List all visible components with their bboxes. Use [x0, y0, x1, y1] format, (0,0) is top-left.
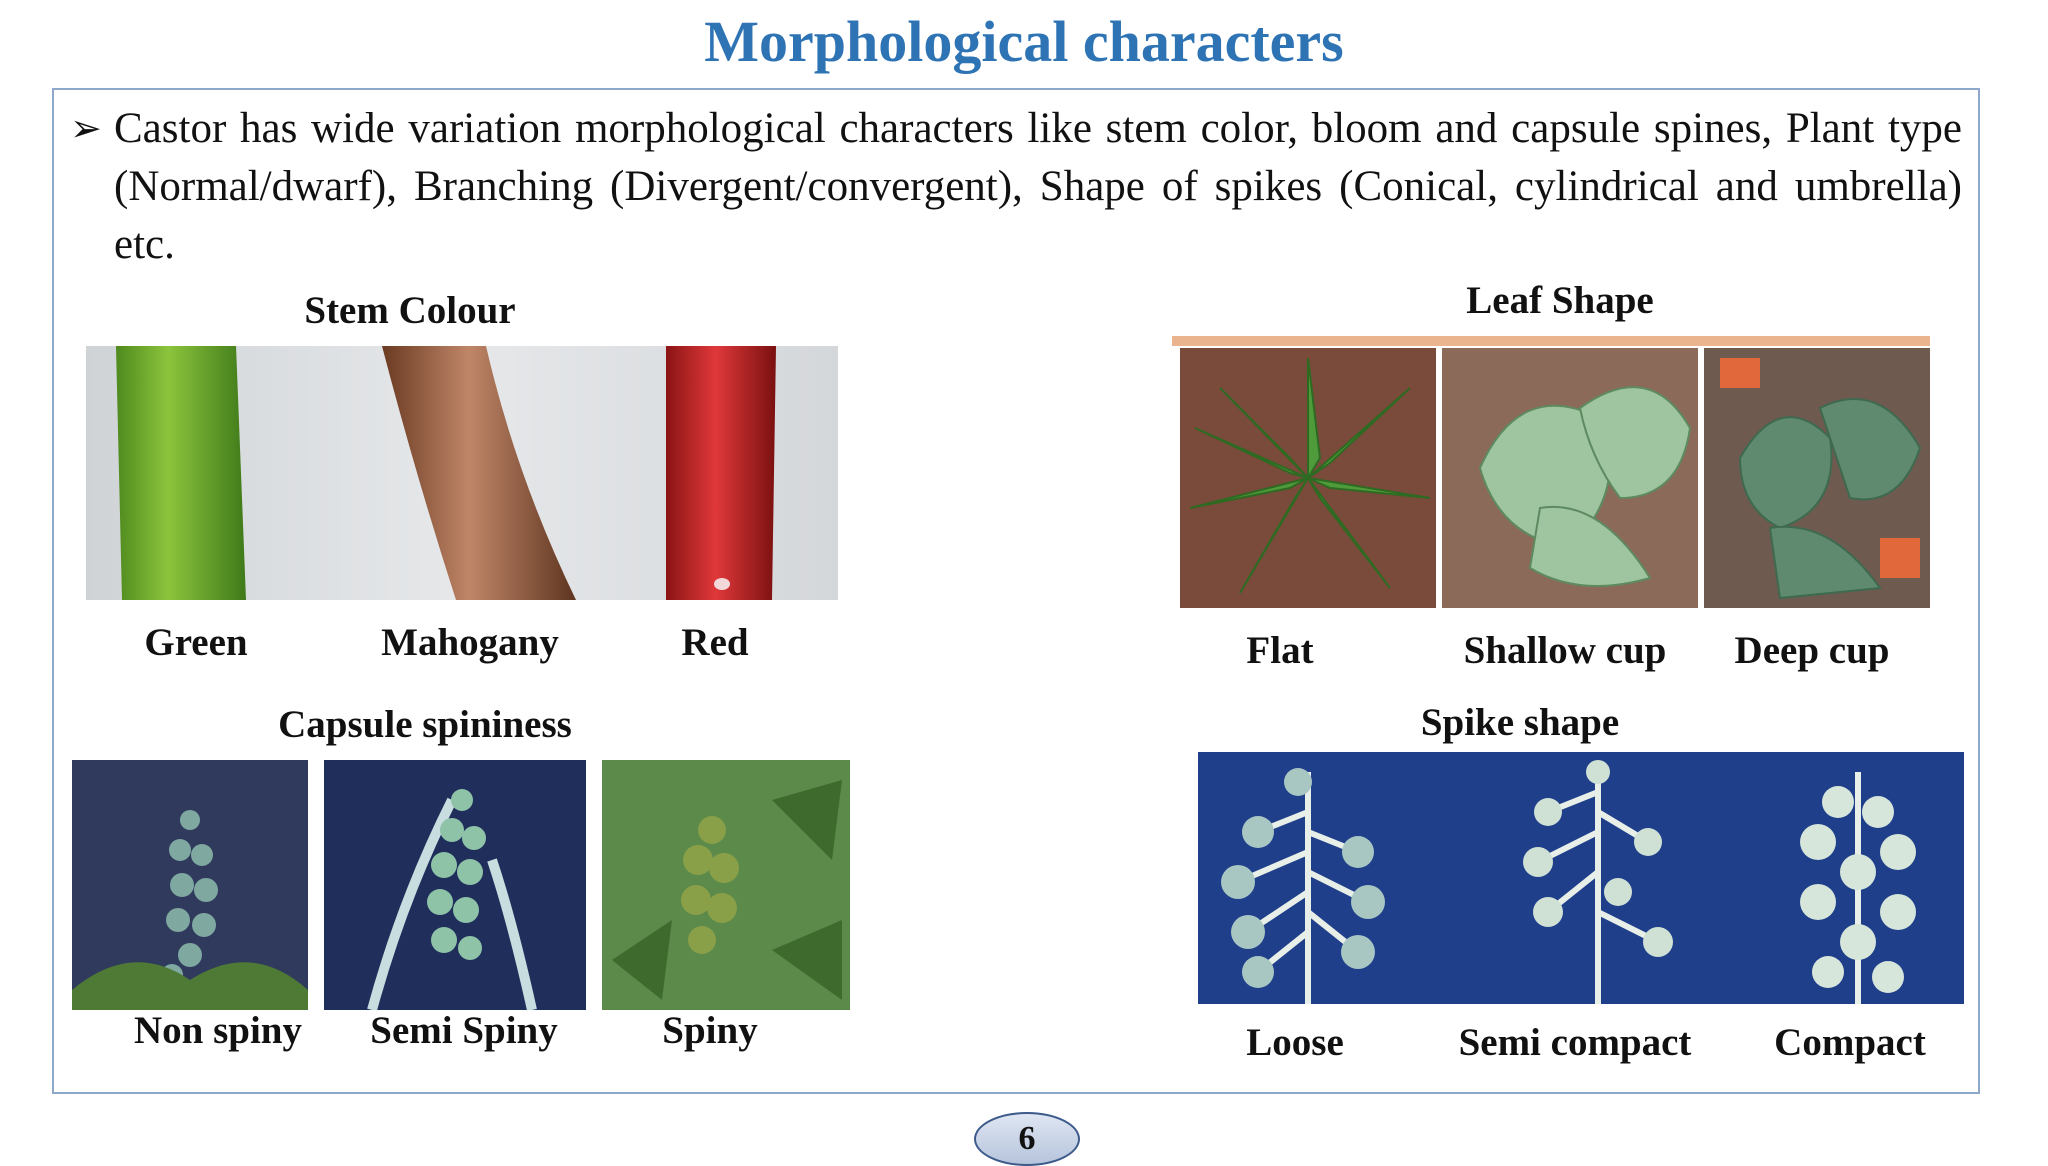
page-number-badge: 6	[974, 1112, 1080, 1166]
leaf-shape-underline	[1172, 336, 1930, 346]
leaf-label-deep-cup: Deep cup	[1734, 629, 1890, 672]
slide-title: Morphological characters	[704, 9, 1344, 74]
stem-colour-photo	[86, 346, 838, 600]
arrow-bullet-icon: ➢	[70, 108, 102, 150]
stem-label-mahogany: Mahogany	[381, 621, 559, 664]
spike-label-semi-compact: Semi compact	[1458, 1021, 1692, 1064]
leaf-shape-heading: Leaf Shape	[1466, 279, 1654, 322]
spike-shape-heading: Spike shape	[1420, 701, 1620, 744]
capsule-spininess-photo	[72, 760, 850, 1010]
spike-label-compact: Compact	[1774, 1021, 1926, 1064]
capsule-label-spiny: Spiny	[662, 1009, 758, 1052]
leaf-label-flat: Flat	[1246, 629, 1314, 672]
leaf-shape-photo	[1180, 348, 1930, 608]
stem-colour-heading: Stem Colour	[304, 289, 516, 332]
spike-shape-photo	[1198, 752, 1964, 1004]
capsule-label-semi-spiny: Semi Spiny	[370, 1009, 558, 1052]
bullet-text: Castor has wide variation morphological …	[114, 105, 1962, 268]
capsule-label-non-spiny: Non spiny	[134, 1009, 302, 1052]
bullet-point: ➢ Castor has wide variation morphologica…	[70, 100, 1962, 274]
stem-label-red: Red	[681, 621, 749, 664]
capsule-spininess-heading: Capsule spininess	[278, 703, 572, 746]
stem-label-green: Green	[144, 621, 248, 664]
spike-label-loose: Loose	[1246, 1021, 1344, 1064]
content-frame	[52, 88, 1980, 1094]
leaf-label-shallow-cup: Shallow cup	[1463, 629, 1667, 672]
